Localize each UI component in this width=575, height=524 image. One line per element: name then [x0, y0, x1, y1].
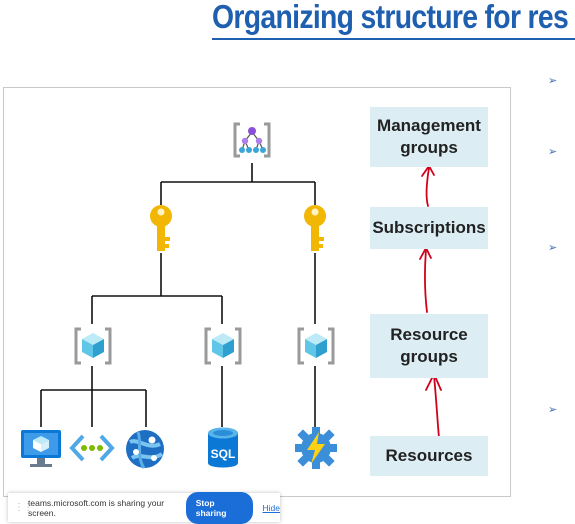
resource-group-icon: [297, 327, 335, 365]
virtual-machine-icon: [21, 430, 61, 467]
bullet-4: ➢: [548, 404, 558, 416]
function-app-icon: [295, 427, 337, 469]
subscription-key-icon: [304, 205, 326, 251]
subscription-key-icon: [150, 205, 172, 251]
title-underline: [212, 38, 575, 40]
drag-handle-icon[interactable]: ⋮⋮: [14, 502, 33, 513]
hide-link[interactable]: Hide: [262, 502, 280, 513]
subscriptions-box: Subscriptions: [370, 207, 488, 249]
stop-sharing-button[interactable]: Stop sharing: [185, 491, 253, 524]
virtual-network-icon: [69, 434, 115, 462]
management-groups-box: Management groups: [370, 107, 488, 167]
web-app-icon: [126, 430, 164, 469]
resource-group-icon: [74, 327, 112, 365]
resource-groups-box: Resource groups: [370, 314, 488, 378]
resource-group-icon: [204, 327, 242, 365]
management-group-icon: [233, 122, 271, 158]
resources-box: Resources: [370, 436, 488, 476]
share-message: teams.microsoft.com is sharing your scre…: [28, 497, 165, 518]
bullet-2: ➢: [548, 146, 558, 158]
bullet-3: ➢: [548, 242, 558, 254]
screen-share-bar: ⋮⋮ teams.microsoft.com is sharing your s…: [8, 491, 280, 524]
sql-database-icon: SQL: [208, 427, 238, 468]
slide-title: Organizing structure for res: [212, 0, 569, 35]
bullet-1: ➢: [548, 75, 558, 87]
sql-label: SQL: [211, 447, 236, 461]
